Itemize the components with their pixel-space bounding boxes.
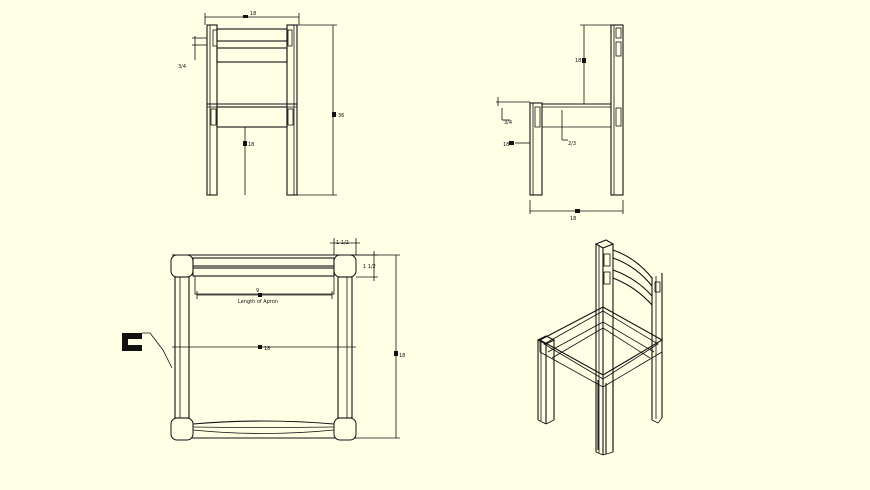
side-dim-back-height: 18 bbox=[575, 58, 581, 64]
front-back-slat-top bbox=[216, 28, 288, 42]
front-dim-rail-offset: 3/4 bbox=[178, 64, 186, 70]
front-right-post bbox=[286, 24, 298, 196]
front-view: 18 36 18 3/4 bbox=[178, 11, 344, 196]
section-leader bbox=[142, 332, 173, 369]
front-dim-height: 36 bbox=[338, 113, 344, 119]
side-view: 18 3/4 18 2/3 18 bbox=[496, 24, 624, 222]
top-dim-span-marker bbox=[258, 293, 262, 297]
top-front-slat bbox=[192, 420, 335, 425]
side-dim-offset: 3/4 bbox=[504, 120, 512, 126]
top-right-rail bbox=[337, 276, 353, 419]
top-post-front-left bbox=[170, 417, 194, 441]
side-dim-back-marker bbox=[582, 58, 586, 63]
top-dim-overall: 18 bbox=[399, 353, 405, 359]
front-dim-leg-marker bbox=[243, 141, 247, 146]
isometric-view bbox=[536, 239, 664, 456]
top-post-back-left bbox=[170, 254, 194, 278]
side-dim-depth-marker bbox=[575, 209, 580, 213]
side-dim-leg-marker bbox=[509, 141, 514, 145]
side-dim-seat-height: 18 bbox=[503, 142, 509, 148]
top-post-back-right bbox=[333, 254, 357, 278]
top-dim-post-depth: 1 1/2 bbox=[363, 264, 376, 270]
side-dim-depth: 18 bbox=[570, 216, 576, 222]
top-dim-inner-width: 18 bbox=[264, 346, 270, 352]
top-back-slat-1 bbox=[192, 257, 335, 267]
top-back-slat-2 bbox=[192, 267, 335, 277]
top-dim-width-marker bbox=[258, 345, 262, 349]
section-detail-symbol bbox=[122, 333, 142, 351]
iso-back-slat-1 bbox=[612, 249, 653, 279]
front-dim-top-marker bbox=[243, 15, 248, 18]
top-view: 9 Length of Apron 18 1 1/2 1 1/2 18 bbox=[122, 238, 405, 441]
top-left-rail bbox=[174, 276, 190, 419]
iso-back-slat-2 bbox=[612, 269, 653, 297]
iso-back-post-top bbox=[594, 239, 615, 249]
front-dim-top-width: 18 bbox=[250, 11, 256, 17]
side-dim-seat-rail: 2/3 bbox=[568, 141, 576, 147]
side-back-post bbox=[610, 24, 624, 196]
front-dim-leg-height: 18 bbox=[248, 142, 254, 148]
top-back-apron bbox=[194, 275, 335, 295]
front-back-slat-bottom bbox=[216, 47, 288, 63]
top-post-front-right bbox=[333, 417, 357, 441]
front-dim-height-marker bbox=[332, 112, 336, 117]
top-dim-span-label: Length of Apron bbox=[238, 299, 278, 305]
top-dim-span: 9 bbox=[256, 288, 259, 294]
iso-seat-top bbox=[538, 306, 664, 376]
front-seat-apron bbox=[216, 106, 288, 128]
top-dim-overall-marker bbox=[394, 351, 398, 356]
top-dim-post: 1 1/2 bbox=[336, 240, 349, 246]
side-front-leg bbox=[529, 102, 543, 196]
front-left-post bbox=[206, 24, 218, 196]
